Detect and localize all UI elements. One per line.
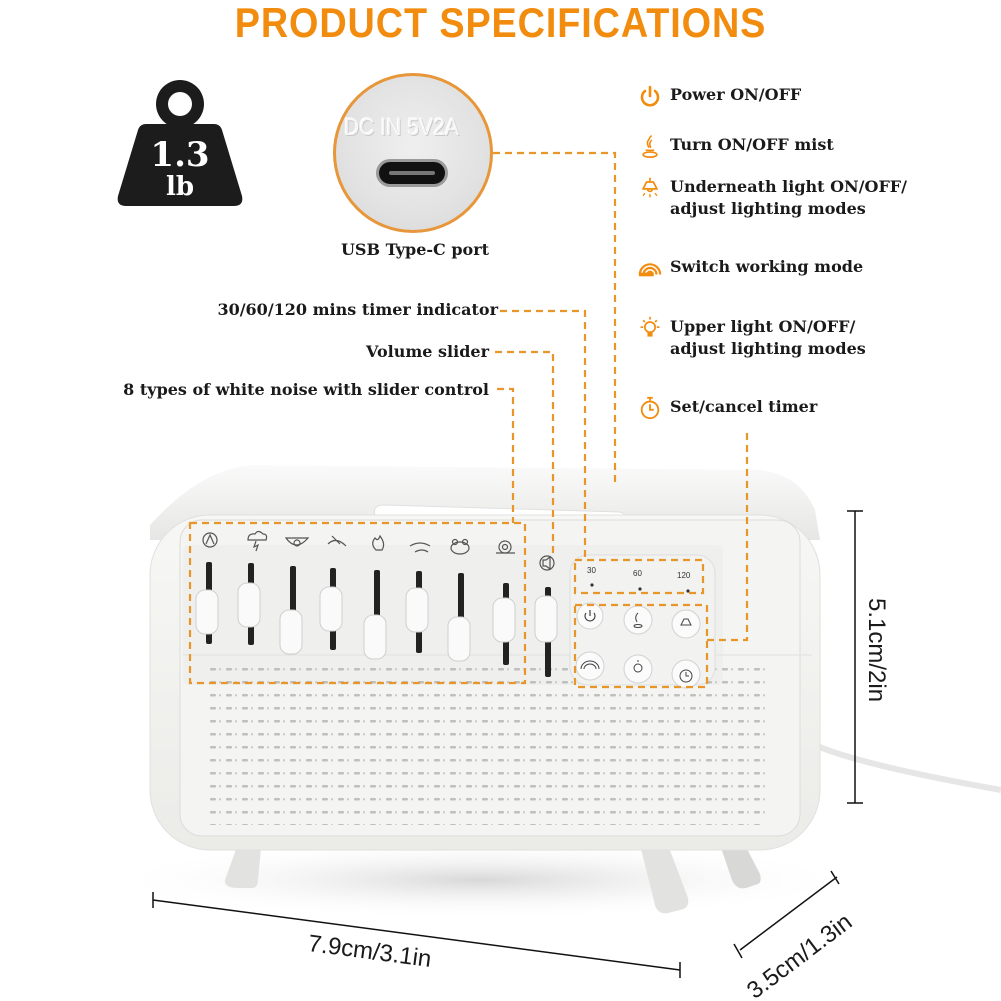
- weight-icon: [117, 80, 243, 206]
- weight-label: 1.3 lb: [116, 135, 244, 202]
- usb-port-label: USB Type-C port: [340, 240, 490, 259]
- feature-working-mode: Switch working mode: [638, 256, 863, 280]
- timer-label-120: 120: [677, 571, 691, 580]
- ocean-wave-icon: [284, 537, 310, 547]
- feature-upper-light-text: Upper light ON/OFF/ adjust lighting mode…: [670, 317, 866, 358]
- power-button: [576, 602, 604, 630]
- slider-6: [405, 571, 429, 653]
- upper-light-button: [623, 654, 653, 684]
- timer-label-30: 30: [587, 566, 596, 575]
- weight-value: 1.3: [150, 135, 210, 175]
- slider-3: [279, 566, 303, 655]
- fire-icon: [372, 534, 385, 551]
- timer-indicator: 30 60 120: [587, 566, 691, 593]
- callout-timer-indicator: 30/60/120 mins timer indicator: [217, 300, 498, 319]
- snail-icon: [496, 540, 515, 554]
- timer-icon: [640, 396, 660, 420]
- dc-in-embossed-text: DC IN 5V2A: [344, 114, 460, 141]
- underneath-light-button: [671, 609, 701, 639]
- timer-indicator-box: [573, 558, 705, 595]
- slider-4: [319, 568, 343, 650]
- height-dimension: [847, 510, 863, 804]
- callout-volume-slider: Volume slider: [366, 342, 489, 361]
- mode-button: [575, 651, 605, 681]
- ceiling-lamp-icon: [641, 177, 659, 198]
- speaker-icon: [539, 555, 555, 571]
- slider-7: [447, 573, 471, 662]
- noise-sliders-box: [188, 521, 527, 685]
- feature-mist: Turn ON/OFF mist: [638, 134, 834, 158]
- sound-icons-row: [202, 530, 555, 571]
- mist-button: [623, 605, 653, 635]
- thunderstorm-icon: [247, 530, 268, 552]
- depth-dimension: [733, 870, 840, 959]
- callout-lines: [188, 151, 749, 689]
- usb-port-closeup: DC IN 5V2A: [333, 73, 493, 233]
- noise-sliders: [195, 562, 516, 665]
- feature-timer: Set/cancel timer: [638, 396, 817, 420]
- timer-button: [671, 659, 701, 689]
- slider-1: [195, 562, 219, 644]
- slider-2: [237, 563, 261, 645]
- callout-noise-sliders: 8 types of white noise with slider contr…: [123, 380, 489, 399]
- wind-icon: [327, 535, 347, 547]
- page-title: PRODUCT SPECIFICATIONS: [234, 0, 767, 46]
- bulb-icon: [640, 316, 660, 337]
- bird-icon: [409, 542, 431, 553]
- width-dimension: [152, 892, 681, 978]
- campfire-icon: [202, 532, 218, 548]
- mist-icon: [642, 135, 658, 158]
- frog-icon: [450, 538, 470, 555]
- rainbow-mode-icon: [638, 263, 662, 277]
- height-dimension-label: 5.1cm/2in: [863, 598, 890, 703]
- volume-slider: [534, 587, 558, 677]
- usb-c-port-icon: [376, 159, 448, 187]
- slider-8: [492, 583, 516, 665]
- power-icon: [640, 85, 660, 107]
- buttons-box: [573, 603, 709, 689]
- slider-5: [363, 570, 387, 660]
- timer-label-60: 60: [633, 569, 642, 578]
- feature-underneath-light: Underneath light ON/OFF/ adjust lighting…: [638, 176, 907, 220]
- control-buttons: [575, 602, 701, 689]
- feature-underneath-light-text: Underneath light ON/OFF/ adjust lighting…: [670, 177, 907, 218]
- feature-upper-light: Upper light ON/OFF/ adjust lighting mode…: [638, 316, 866, 360]
- weight-unit: lb: [165, 172, 195, 202]
- feature-power: Power ON/OFF: [638, 84, 801, 108]
